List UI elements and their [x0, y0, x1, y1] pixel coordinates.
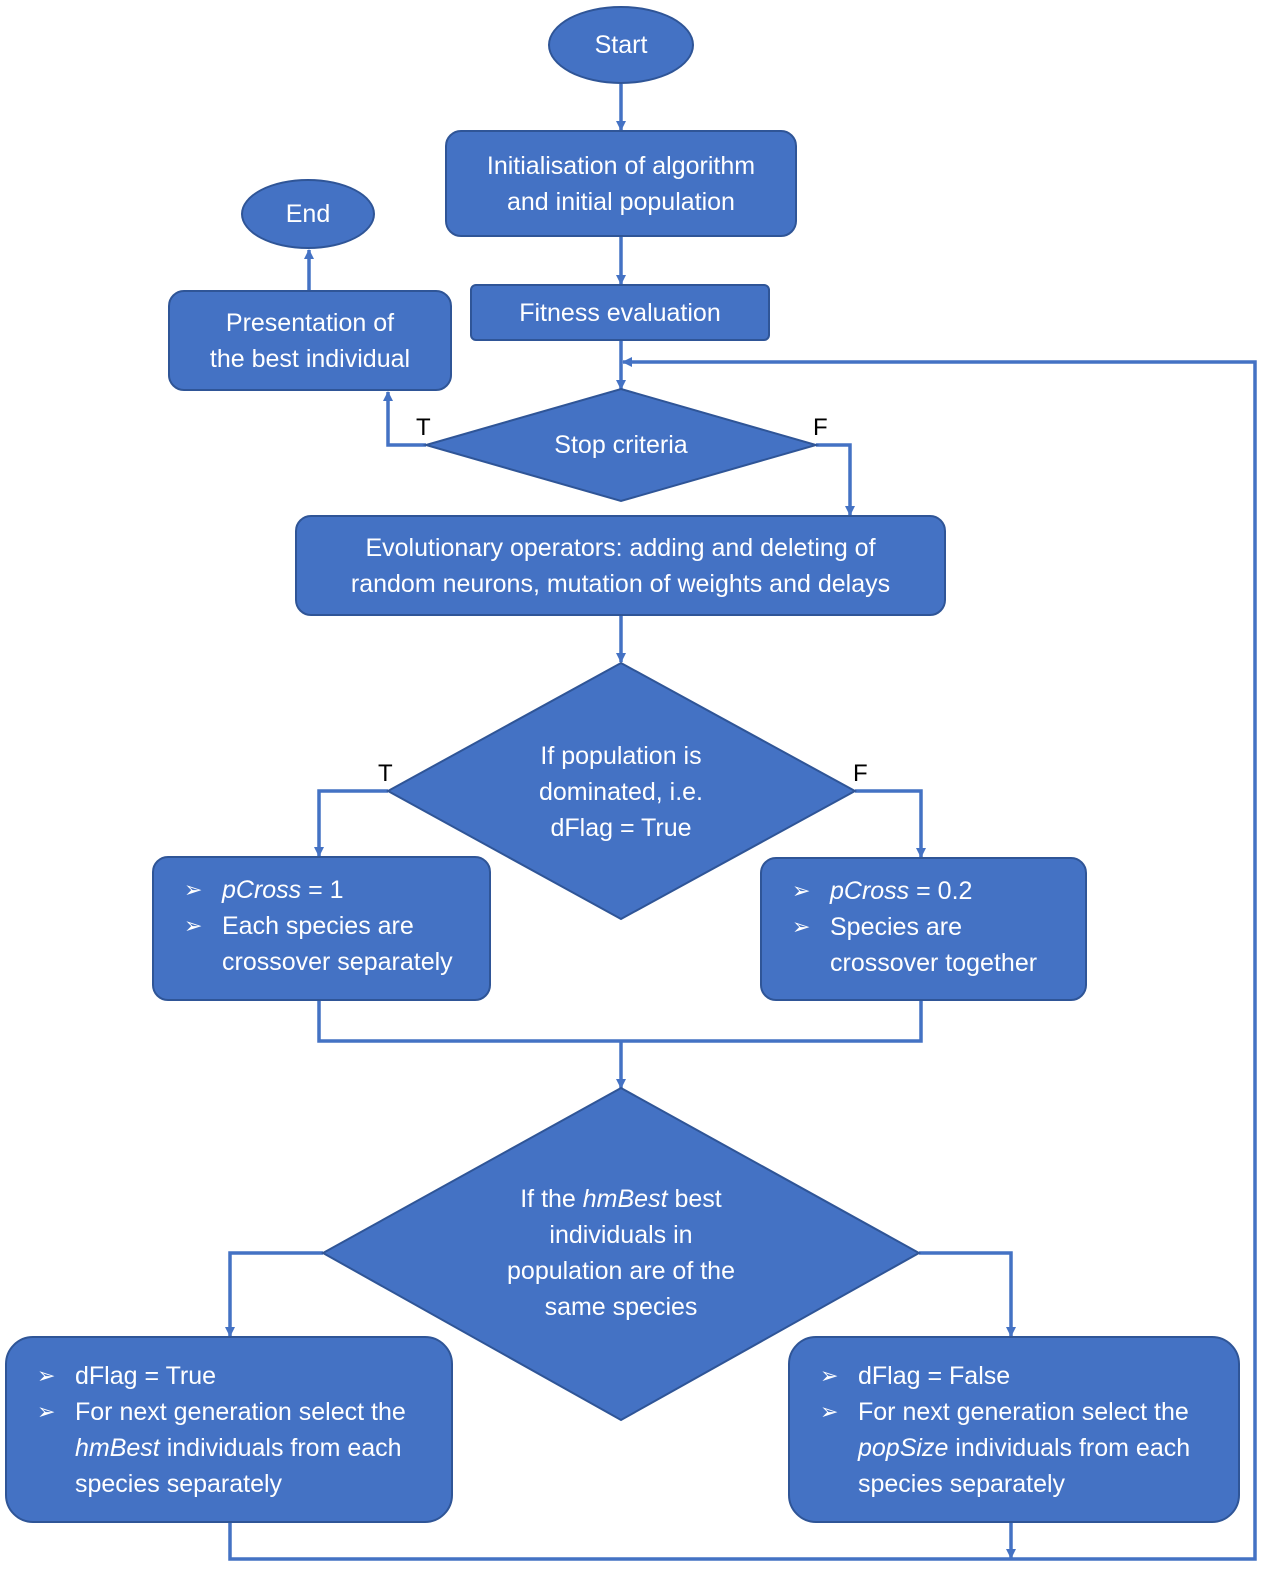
present-line-1: Presentation of — [225, 308, 395, 337]
evolutionary-operators-box: Evolutionary operators: adding and delet… — [295, 515, 946, 616]
init-line-2: and initial population — [507, 187, 735, 216]
dom-line-3: dFlag = True — [550, 814, 692, 842]
dom-true-label: T — [378, 760, 393, 787]
arrow-stop-true — [383, 391, 426, 447]
fitness-box: Fitness evaluation — [470, 284, 770, 341]
bullet-item: ➢ dFlag = True — [37, 1358, 406, 1394]
hm-line-2: individuals in — [549, 1221, 693, 1249]
presentation-box: Presentation of the best individual — [168, 290, 452, 391]
init-line-1: Initialisation of algorithm — [486, 151, 756, 180]
bullet-arrow-icon: ➢ — [184, 913, 203, 938]
bullet-arrow-icon: ➢ — [37, 1363, 56, 1388]
hm-line-4: same species — [544, 1293, 698, 1321]
stop-true-label: T — [416, 414, 431, 441]
bullet-item: ➢ For next generation select the popSize i… — [820, 1394, 1190, 1502]
dom-line-1: If population is — [540, 742, 702, 770]
arrow-dom-false — [855, 789, 926, 858]
bullet-arrow-icon: ➢ — [792, 878, 811, 903]
text-part: best — [667, 1185, 722, 1213]
dom-false-label: F — [853, 760, 868, 787]
text-line: crossover separately — [222, 948, 453, 976]
text-line: crossover together — [830, 949, 1038, 977]
popsize-var: popSize — [858, 1434, 949, 1462]
dflag-false-box: ➢ dFlag = False ➢ For next generation sele… — [788, 1336, 1240, 1523]
text-part: If the — [520, 1185, 583, 1213]
bullet-item: ➢ For next generation select the hmBest in… — [37, 1394, 406, 1502]
merge-line — [317, 1000, 923, 1043]
start-node: Start — [548, 6, 694, 84]
bullet-arrow-icon: ➢ — [792, 914, 811, 939]
text-line: For next generation select the — [858, 1398, 1189, 1426]
pcross-1-box: ➢ pCross = 1 ➢ Each species are crossover s… — [152, 856, 491, 1001]
loop-back-arrow — [622, 357, 1257, 1561]
bullet-arrow-icon: ➢ — [184, 877, 203, 902]
dominated-diamond — [385, 661, 858, 921]
dom-line-2: dominated, i.e. — [539, 778, 703, 806]
hm-best-text: If the hmBest best individuals in popula… — [461, 1180, 781, 1326]
fitness-label: Fitness evaluation — [519, 298, 721, 327]
bottom-left-line — [228, 1522, 1011, 1561]
stop-criteria-diamond — [422, 387, 820, 503]
arrow-dom-true — [314, 789, 388, 857]
text-line: For next generation select the — [75, 1398, 406, 1426]
bullet-arrow-icon: ➢ — [820, 1399, 839, 1424]
text-line: Species are — [830, 913, 963, 941]
hmbest-var: hmBest — [75, 1434, 160, 1462]
hmbest-var: hmBest — [582, 1185, 668, 1213]
hm-line-3: population are of the — [507, 1257, 735, 1285]
stop-label: Stop criteria — [554, 431, 688, 459]
dflag-true-box: ➢ dFlag = True ➢ For next generation selec… — [5, 1336, 453, 1523]
bullet-item: ➢ pCross = 1 — [184, 872, 453, 908]
init-box: Initialisation of algorithm and initial … — [445, 130, 797, 237]
present-line-2: the best individual — [209, 344, 411, 373]
bullet-item: ➢ Each species are crossover separately — [184, 908, 453, 980]
text-line: individuals from each — [159, 1434, 402, 1462]
text-line: species separately — [75, 1470, 283, 1498]
pcross-value: = 0.2 — [909, 877, 973, 905]
hm-best-diamond — [320, 1086, 922, 1422]
pcross-value: = 1 — [301, 876, 344, 904]
evol-line-1: Evolutionary operators: adding and delet… — [365, 533, 876, 562]
bullet-item: ➢ pCross = 0.2 — [792, 873, 1037, 909]
text-line: species separately — [858, 1470, 1066, 1498]
arrow-stop-false — [816, 443, 855, 516]
bullet-item: ➢ Species are crossover together — [792, 909, 1037, 981]
arrow-hm-right — [919, 1251, 1016, 1337]
arrow-hm-left — [225, 1251, 323, 1337]
bullet-item: ➢ dFlag = False — [820, 1358, 1190, 1394]
end-node: End — [241, 179, 375, 249]
hm-line-1: If the hmBest best — [520, 1181, 722, 1217]
bullet-arrow-icon: ➢ — [820, 1363, 839, 1388]
evol-line-2: random neurons, mutation of weights and … — [350, 569, 891, 598]
text-line: individuals from each — [948, 1434, 1191, 1462]
pcross-0-2-box: ➢ pCross = 0.2 ➢ Species are crossover toge… — [760, 857, 1087, 1001]
stop-false-label: F — [813, 414, 828, 441]
bullet-arrow-icon: ➢ — [37, 1399, 56, 1424]
dflag-text: dFlag = True — [75, 1362, 217, 1390]
dflag-text: dFlag = False — [858, 1362, 1011, 1390]
pcross-var: pCross — [222, 876, 302, 904]
text-line: Each species are — [222, 912, 414, 940]
stop-criteria-text: Stop criteria — [470, 425, 772, 465]
start-label: Start — [594, 31, 648, 59]
end-label: End — [285, 200, 331, 228]
dominated-text: If population is dominated, i.e. dFlag =… — [480, 736, 762, 848]
pcross-var: pCross — [830, 877, 910, 905]
